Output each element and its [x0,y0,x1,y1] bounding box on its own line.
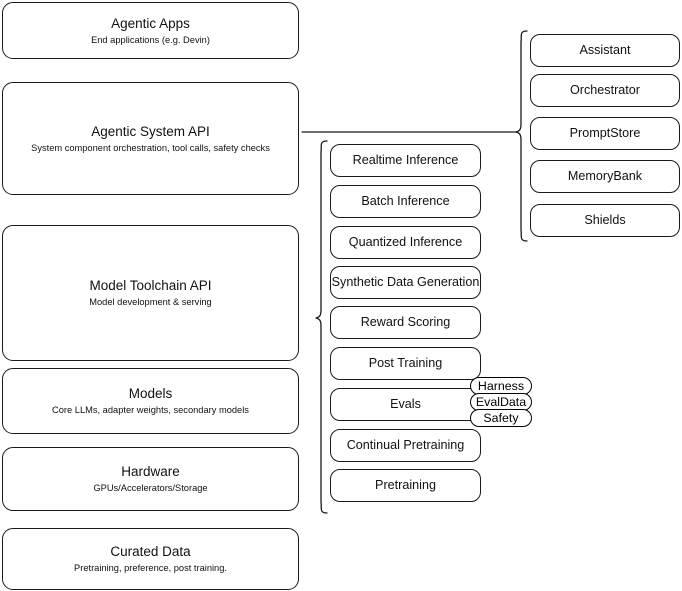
system-item-label: Assistant [579,43,631,57]
layer-title: Hardware [121,464,180,479]
system-item-promptstore[interactable]: PromptStore [530,117,680,150]
evals-subitem-label: Safety [483,411,519,425]
toolchain-item-continual-pretraining[interactable]: Continual Pretraining [330,429,481,462]
system-item-assistant[interactable]: Assistant [530,34,680,67]
layer-agentic-apps[interactable]: Agentic Apps End applications (e.g. Devi… [2,2,299,59]
layer-subtitle: Model development & serving [89,297,212,307]
layer-model-toolchain-api[interactable]: Model Toolchain API Model development & … [2,225,299,361]
layer-hardware[interactable]: Hardware GPUs/Accelerators/Storage [2,447,299,511]
system-components-brace [515,30,528,242]
toolchain-item-label: Synthetic Data Generation [331,275,480,289]
toolchain-item-batch-inference[interactable]: Batch Inference [330,185,481,218]
toolchain-item-label: Pretraining [375,478,436,492]
layer-title: Agentic System API [91,123,210,139]
layer-agentic-system-api[interactable]: Agentic System API System component orch… [2,82,299,195]
toolchain-item-evals[interactable]: Evals [330,388,481,421]
layer-models[interactable]: Models Core LLMs, adapter weights, secon… [2,368,299,434]
toolchain-item-reward-scoring[interactable]: Reward Scoring [330,306,481,339]
evals-subitem-label: Harness [477,379,525,393]
toolchain-item-label: Post Training [368,356,443,370]
layer-title: Agentic Apps [111,15,190,31]
layer-curated-data[interactable]: Curated Data Pretraining, preference, po… [2,528,299,590]
layer-title: Model Toolchain API [89,278,212,293]
toolchain-item-label: Batch Inference [361,194,450,208]
layer-subtitle: End applications (e.g. Devin) [91,34,210,45]
layer-title: Curated Data [110,544,191,559]
layer-subtitle: Core LLMs, adapter weights, secondary mo… [52,405,249,415]
system-item-label: Shields [584,213,626,227]
system-item-shields[interactable]: Shields [530,204,680,237]
toolchain-item-label: Realtime Inference [352,153,459,167]
toolchain-item-pretraining[interactable]: Pretraining [330,469,481,502]
layer-title: Models [128,386,173,401]
toolchain-item-realtime-inference[interactable]: Realtime Inference [330,144,481,177]
system-item-memorybank[interactable]: MemoryBank [530,160,680,193]
toolchain-item-post-training[interactable]: Post Training [330,347,481,380]
evals-subitem-safety[interactable]: Safety [470,409,532,427]
evals-subitem-label: EvalData [475,395,527,409]
layer-subtitle: GPUs/Accelerators/Storage [93,483,208,493]
toolchain-item-quantized-inference[interactable]: Quantized Inference [330,226,481,259]
toolchain-item-label: Quantized Inference [348,235,463,249]
toolchain-item-label: Reward Scoring [360,315,451,329]
toolchain-brace [315,140,328,514]
toolchain-item-label: Evals [390,397,421,411]
toolchain-item-label: Continual Pretraining [346,438,465,452]
toolchain-item-synthetic-data-generation[interactable]: Synthetic Data Generation [330,266,481,299]
layer-subtitle: Pretraining, preference, post training. [74,563,227,573]
system-item-label: MemoryBank [567,169,643,183]
system-item-orchestrator[interactable]: Orchestrator [530,74,680,107]
system-item-label: PromptStore [569,126,641,140]
layer-subtitle: System component orchestration, tool cal… [31,142,270,153]
system-item-label: Orchestrator [570,83,640,97]
